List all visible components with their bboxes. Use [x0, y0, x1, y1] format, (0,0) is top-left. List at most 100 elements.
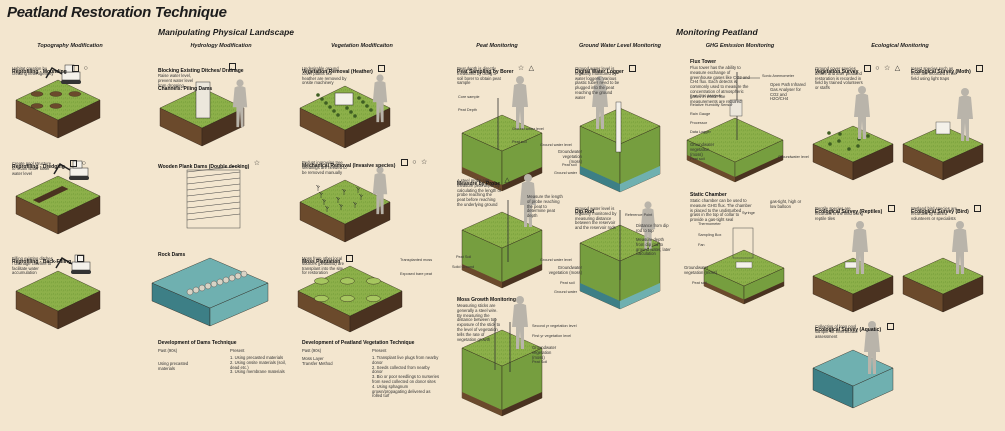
- gw-logger-tag-soil: Peat soil: [562, 163, 577, 167]
- gw-rod-tag-gwl: Ground water level: [540, 258, 572, 262]
- square-icon: [77, 255, 84, 262]
- square-icon: [888, 205, 895, 212]
- ghg-flux-tag-rain: Rain Gauge: [690, 112, 710, 116]
- peat-borer-tag-gwl: Ground water level: [512, 127, 544, 131]
- gw-logger-tag-gw: Ground water: [554, 171, 577, 175]
- triangle-icon: △: [505, 177, 510, 184]
- wooden-plank-line: [187, 196, 240, 202]
- topo-dredging-desc: Create pool structure to retain water lo…: [12, 162, 54, 176]
- peat-growth-tag-moss: Groundwater vegetation (moss): [532, 346, 562, 360]
- rock-stone: [241, 271, 247, 277]
- eco-veg-desc: Ground cover species before and after pe…: [815, 67, 863, 91]
- peat-growth-tag-soil: Peat Soil: [532, 360, 547, 364]
- aquatic-survey-block: [813, 350, 893, 408]
- eco-moth-desc: Insect species such as moth are recorded…: [911, 67, 957, 81]
- peat-probe-tag-ground: Solid Ground: [452, 265, 474, 269]
- ghg-flux-tag-soil: Peat soil: [690, 157, 705, 161]
- peat-borer-desc: Peat depth is directly measured by using…: [457, 67, 503, 86]
- hydro-wooden-heading: Wooden Plank Dams (Double decking) ☆: [158, 155, 260, 173]
- dredging-terrain-block: [16, 176, 100, 234]
- wooden-plank-line: [187, 184, 240, 190]
- star-icon: ☆: [254, 160, 260, 167]
- gw-rod-tag-measure: Measure depth from dip rod to ground wat…: [636, 238, 672, 257]
- gw-rod-tag-ref: Reference Point: [625, 213, 652, 217]
- gw-logger-desc: Ground water level is regularly monitore…: [575, 67, 623, 101]
- veg-past-item: Transfer Method: [302, 362, 342, 367]
- rock-stone: [205, 283, 211, 289]
- ghg-chamber-tag-thermo: Thermometer: [698, 222, 721, 226]
- backfill-terrain-block: [16, 271, 100, 329]
- ghg-chamber-tag-fan: Fan: [698, 243, 705, 247]
- gw-rod-tag-distance: Distance from dip rod to top: [636, 224, 670, 234]
- ghg-flux-tag-gwl: Groundwater level: [778, 155, 809, 159]
- veg-moss-tag2: Exposed bare peat: [400, 272, 432, 276]
- veg-dev-label: Development of Peatland Vegetation Techn…: [302, 340, 414, 346]
- peat-borer-tag-soil: Peat soil: [512, 140, 527, 144]
- veg-dev-present-items: 1. Transplant live plugs from nearby don…: [372, 356, 440, 399]
- dams-dev-past-item: Using precasted materials: [158, 362, 198, 372]
- wooden-plank-line: [187, 202, 240, 208]
- rock-stone: [217, 279, 223, 285]
- moss-growth-block: [462, 330, 542, 416]
- rock-stone: [199, 285, 205, 291]
- ghg-flux-tag-rh: Relative Humidity Sensor: [690, 103, 733, 107]
- ghg-chamber-tag-syringe: Syringe: [742, 211, 755, 215]
- gw-logger-tag-gwl: Ground water level: [540, 143, 572, 147]
- dams-dev-past: Past (90s): [158, 349, 177, 354]
- triangle-icon: △: [895, 65, 900, 72]
- rock-stone: [223, 277, 229, 283]
- veg-moss-desc: Moss from other local sources (peatland)…: [302, 257, 347, 276]
- topo-backfill-desc: Filling existing ditches / drainage chan…: [12, 257, 54, 276]
- ghg-flux-tag-ch4: Fast CH4 Analyzer: [690, 94, 722, 98]
- veg-dev-present: Present: [372, 349, 386, 354]
- veg-removal-desc: Undesirable ground cover plants like hea…: [302, 67, 347, 86]
- ghg-chamber-tag-moss: Groundwater vegetation (moss): [684, 266, 718, 276]
- square-icon: [864, 65, 871, 72]
- hydro-wooden-label: Wooden Plank Dams (Double decking): [158, 164, 249, 170]
- gw-rod-tag-moss: Groundwater vegetation (moss): [548, 266, 582, 276]
- gw-rod-desc: Ground water level is regularly monitore…: [575, 207, 619, 231]
- bird-survey-block: [903, 258, 983, 312]
- ghg-flux-tag-sonic: Sonic Anemometer: [762, 74, 794, 78]
- rock-stone: [211, 281, 217, 287]
- hydro-rock-label: Rock Dams: [158, 252, 185, 258]
- ghg-flux-tag-openpath: Open Path Infrared Gas Analyser for CO2 …: [770, 83, 806, 102]
- square-icon: [72, 65, 79, 72]
- circle-icon: ○: [875, 65, 879, 72]
- triangle-icon: △: [529, 65, 534, 72]
- gw-rod-tag-soil: Peat soil: [560, 281, 575, 285]
- peat-probe-tag-soil: Peat Soil: [456, 255, 471, 259]
- peat-growth-tag-2nd: Second yr vegetation level: [532, 324, 577, 328]
- square-icon: [401, 159, 408, 166]
- star-icon: ☆: [884, 65, 890, 72]
- dams-present-item: 3. Using membrane materials: [230, 370, 295, 375]
- water-logger-tube: [616, 102, 621, 152]
- veg-survey-block: [813, 126, 893, 180]
- dams-dev-present: Present: [230, 349, 244, 354]
- peat-borer-tag-core: Core sample: [458, 95, 480, 99]
- peat-probe-desc: A steel probe can measure peat depth by …: [457, 179, 501, 208]
- gw-rod-tag-gw: Ground water: [554, 290, 577, 294]
- veg-dev-past: Past (90s): [302, 349, 321, 354]
- mounding-terrain-block: [16, 80, 100, 138]
- peat-growth-tag-1st: First yr vegetation level: [532, 334, 571, 338]
- ghg-flux-desc: Flux tower has the ability to measure ex…: [690, 66, 752, 104]
- rock-stone: [193, 287, 199, 293]
- wooden-plank-line: [187, 214, 240, 220]
- static-chamber-collar: [736, 262, 752, 268]
- circle-icon: ○: [84, 65, 88, 72]
- ghg-chamber-tag-box: Sampling Box: [698, 233, 721, 237]
- square-icon: [629, 65, 636, 72]
- ghg-flux-tag-logger: Data Logger: [690, 130, 711, 134]
- veg-removal-machine: [335, 93, 353, 105]
- ghg-chamber-tag-balloon: gas-tight, high or low balloon: [770, 200, 802, 210]
- rock-dam-water-block: [152, 258, 268, 326]
- square-icon: [976, 65, 983, 72]
- wooden-plank-line: [187, 208, 240, 214]
- ghg-flux-tag-moss: Groundwater vegetation (moss): [690, 143, 722, 157]
- wooden-plank-line: [187, 190, 240, 196]
- veg-moss-tag1: Transplanted moss: [400, 258, 432, 262]
- moth-light-trap: [936, 122, 950, 134]
- rock-stone: [187, 289, 193, 295]
